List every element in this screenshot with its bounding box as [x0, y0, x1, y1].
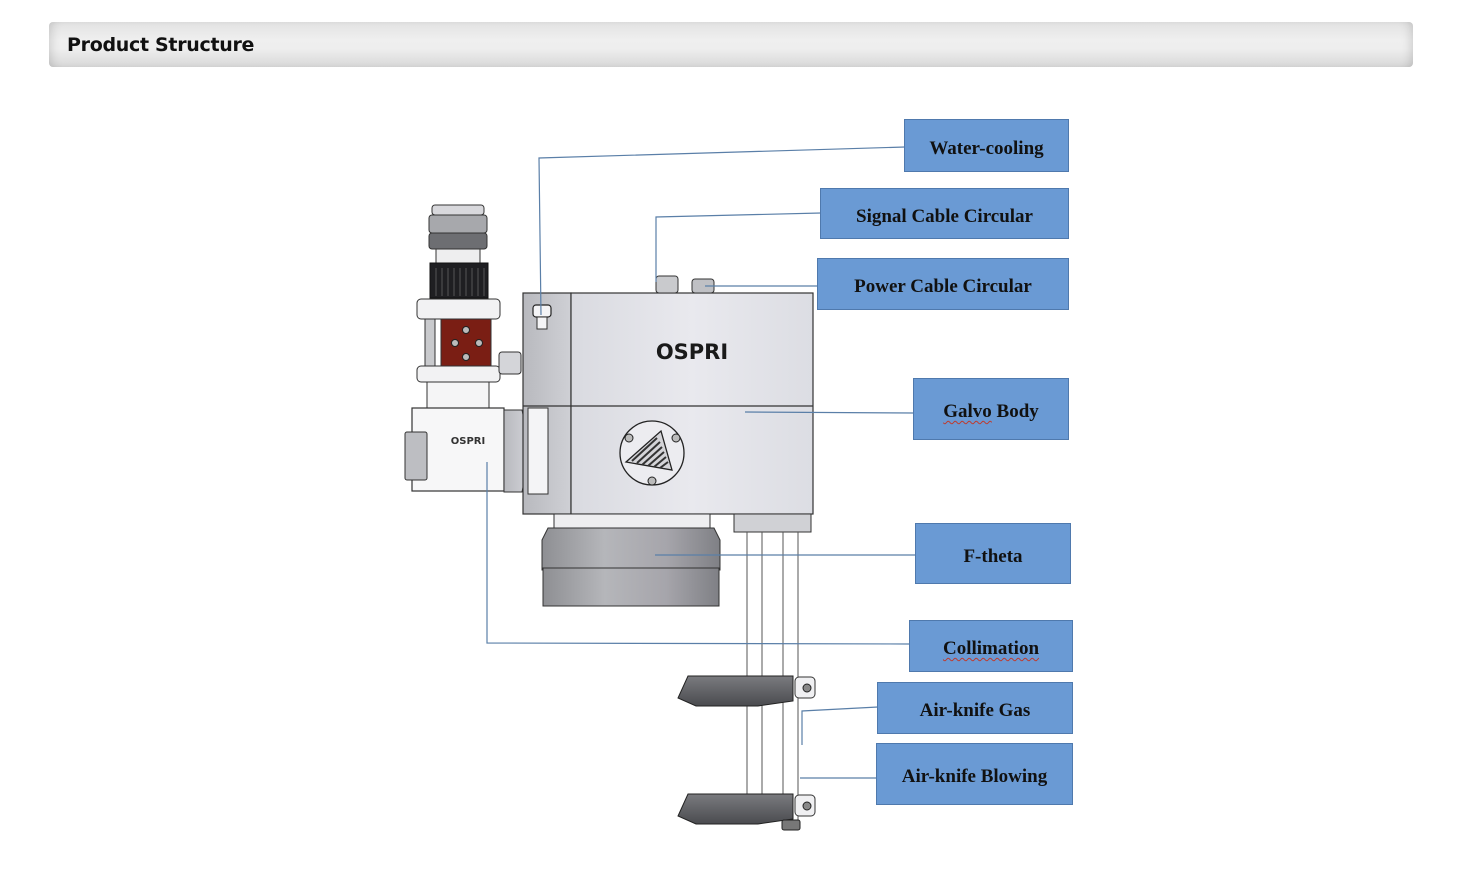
label-f-theta: F-theta [915, 523, 1071, 584]
label-air-knife-blowing: Air-knife Blowing [876, 743, 1073, 805]
leader-lines [486, 146, 916, 779]
device-logo: OSPRI [656, 340, 728, 364]
leader-galvo-body [744, 411, 915, 414]
label-water-cooling: Water-cooling [904, 119, 1069, 172]
section-header: Product Structure [49, 22, 1413, 67]
galvo-body-assembly: OSPRI [522, 275, 814, 515]
leader-collimation [486, 462, 910, 645]
collimator-logo: OSPRI [451, 436, 485, 447]
leader-signal-cable [655, 212, 822, 282]
collimator-assembly: OSPRI [404, 204, 528, 493]
label-collimation: Collimation [909, 620, 1073, 672]
spellcheck-word: Galvo [943, 401, 992, 422]
label-galvo-body: Galvo Body [913, 378, 1069, 440]
leader-water-cooling [538, 146, 906, 316]
air-knife-upper [677, 675, 816, 707]
section-title: Product Structure [67, 34, 255, 56]
label-power-cable-circular: Power Cable Circular [817, 258, 1069, 310]
f-theta-lens [541, 513, 812, 607]
leader-air-knife-gas [801, 706, 879, 745]
air-knife-lower [677, 793, 816, 831]
label-signal-cable-circular: Signal Cable Circular [820, 188, 1069, 239]
label-air-knife-gas: Air-knife Gas [877, 682, 1073, 734]
